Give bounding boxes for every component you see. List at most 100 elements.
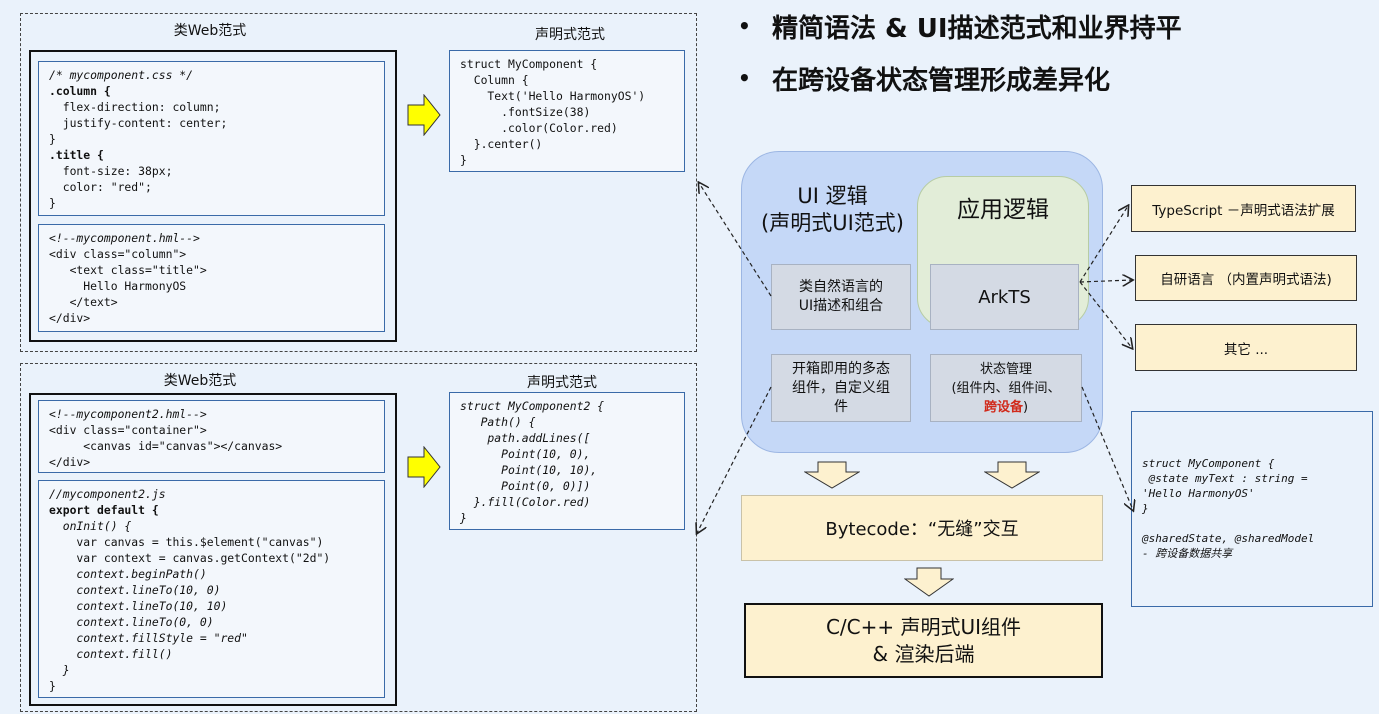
code-line: context.lineTo(10, 10) bbox=[49, 599, 228, 613]
code-line: .title { bbox=[49, 148, 104, 162]
code-line: } bbox=[49, 663, 70, 677]
code-line: onInit() { bbox=[49, 519, 132, 533]
code-line: justify-content: center; bbox=[49, 116, 228, 130]
code-line: } bbox=[49, 679, 56, 693]
code-line: 'Hello HarmonyOS' bbox=[1142, 487, 1255, 500]
components-line-2: 组件，自定义组 bbox=[792, 379, 890, 396]
code-line: </text> bbox=[49, 295, 118, 309]
code-line: } bbox=[49, 196, 56, 210]
code-line: } bbox=[49, 132, 56, 146]
code-line: } bbox=[460, 511, 467, 525]
ui-logic-label: UI 逻辑 (声明式UI范式) bbox=[750, 183, 915, 237]
natural-language-ui-box: 类自然语言的 UI描述和组合 bbox=[771, 264, 911, 330]
bullet-1: • 精简语法 & UI描述范式和业界持平 bbox=[738, 8, 1182, 44]
panel2-js-code: //mycomponent2.js export default { onInit… bbox=[38, 480, 385, 698]
code-line: <text class="title"> bbox=[49, 263, 207, 277]
code-line: context.beginPath() bbox=[49, 567, 207, 581]
code-line: <div class="container"> bbox=[49, 423, 207, 437]
code-line: path.addLines([ bbox=[460, 431, 591, 445]
code-line: var context = canvas.getContext("2d") bbox=[49, 551, 331, 565]
natural-line-2: UI描述和组合 bbox=[798, 298, 884, 314]
side-box-typescript: TypeScript －声明式语法扩展 bbox=[1131, 185, 1356, 232]
natural-line-1: 类自然语言的 bbox=[798, 279, 883, 295]
bullet-2-text: 在跨设备状态管理形成差异化 bbox=[772, 65, 1111, 96]
code-line: color: "red"; bbox=[49, 180, 152, 194]
state-management-box: 状态管理 (组件内、组件间、 跨设备) bbox=[930, 354, 1082, 422]
code-line: }.center() bbox=[460, 137, 543, 151]
panel1-css-code: /* mycomponent.css */ .column { flex-dire… bbox=[38, 61, 385, 216]
side-box-own-language-label: 自研语言 （内置声明式语法) bbox=[1160, 272, 1332, 288]
yellow-right-arrow-icon bbox=[407, 94, 441, 136]
state-line-2: (组件内、组件间、 bbox=[951, 380, 1061, 396]
ui-logic-subtitle: (声明式UI范式) bbox=[761, 211, 904, 235]
code-line: @sharedState, @sharedModel bbox=[1142, 532, 1315, 545]
app-logic-label: 应用逻辑 bbox=[957, 197, 1049, 223]
code-line: //mycomponent2.js bbox=[49, 487, 166, 501]
code-line: context.fillStyle = "red" bbox=[49, 631, 248, 645]
code-line: <div class="column"> bbox=[49, 247, 187, 261]
code-line: .color(Color.red) bbox=[460, 121, 618, 135]
code-line: context.lineTo(0, 0) bbox=[49, 615, 214, 629]
panel2-hml-code: <!--mycomponent2.hml--> <div class="conta… bbox=[38, 400, 385, 473]
code-line: Column { bbox=[460, 73, 529, 87]
backend-line-2: & 渲染后端 bbox=[872, 641, 975, 666]
shared-state-code: struct MyComponent { @state myText : str… bbox=[1131, 411, 1373, 607]
side-box-others-label: 其它 ... bbox=[1223, 341, 1269, 358]
code-line: }.fill(Color.red) bbox=[460, 495, 591, 509]
bullet-dot: • bbox=[738, 66, 751, 90]
code-line: flex-direction: column; bbox=[49, 100, 221, 114]
code-line: .column { bbox=[49, 84, 111, 98]
code-line: font-size: 38px; bbox=[49, 164, 173, 178]
code-line: <!--mycomponent2.hml--> bbox=[49, 407, 207, 421]
code-line: struct MyComponent { bbox=[1142, 457, 1275, 470]
ui-logic-title: UI 逻辑 bbox=[797, 184, 868, 208]
code-line: Hello HarmonyOS bbox=[49, 279, 187, 293]
side-box-own-language: 自研语言 （内置声明式语法) bbox=[1135, 255, 1357, 301]
panel1-left-title: 类Web范式 bbox=[173, 23, 247, 39]
code-line: </div> bbox=[49, 311, 91, 325]
down-arrow-icon bbox=[984, 461, 1040, 489]
backend-line-1: C/C++ 声明式UI组件 bbox=[825, 614, 1022, 639]
code-line: @state myText : string = bbox=[1142, 472, 1308, 485]
code-line: .fontSize(38) bbox=[460, 105, 591, 119]
bytecode-label: Bytecode：“无缝”交互 bbox=[825, 519, 1019, 540]
state-cross-device: 跨设备 bbox=[983, 399, 1023, 415]
components-line-3: 件 bbox=[834, 398, 848, 415]
code-line: Point(0, 0)]) bbox=[460, 479, 591, 493]
panel2-declarative-code: struct MyComponent2 { Path() { path.addL… bbox=[449, 392, 685, 530]
down-arrow-icon bbox=[804, 461, 860, 489]
panel1-hml-code: <!--mycomponent.hml--> <div class="column… bbox=[38, 224, 385, 332]
panel1-declarative-code: struct MyComponent { Column { Text('Hell… bbox=[449, 50, 685, 172]
code-line: export default { bbox=[49, 503, 159, 517]
code-line: </div> bbox=[49, 455, 91, 469]
code-line: struct MyComponent { bbox=[460, 57, 598, 71]
code-line: Text('Hello HarmonyOS') bbox=[460, 89, 646, 103]
arkts-label: ArkTS bbox=[978, 286, 1031, 308]
code-line: var canvas = this.$element("canvas") bbox=[49, 535, 324, 549]
state-line-1: 状态管理 bbox=[979, 361, 1032, 377]
state-line-3-close: ) bbox=[1022, 399, 1029, 415]
code-line: Point(10, 10), bbox=[460, 463, 598, 477]
panel2-left-title: 类Web范式 bbox=[163, 373, 237, 389]
panel-web-vs-declarative-2 bbox=[20, 363, 697, 712]
components-box: 开箱即用的多态 组件，自定义组 件 bbox=[771, 354, 911, 422]
code-line: Point(10, 0), bbox=[460, 447, 591, 461]
side-box-others: 其它 ... bbox=[1135, 324, 1357, 371]
arkts-box: ArkTS bbox=[930, 264, 1079, 330]
code-line: } bbox=[460, 153, 467, 167]
code-line: } bbox=[1142, 502, 1149, 515]
panel1-right-title: 声明式范式 bbox=[535, 27, 605, 43]
panel-web-vs-declarative-1 bbox=[20, 13, 697, 352]
code-line: context.fill() bbox=[49, 647, 173, 661]
code-line: /* mycomponent.css */ bbox=[49, 68, 194, 82]
yellow-right-arrow-icon bbox=[407, 446, 441, 488]
code-line: struct MyComponent2 { bbox=[460, 399, 605, 413]
code-line: <!--mycomponent.hml--> bbox=[49, 231, 200, 245]
code-line: <canvas id="canvas"></canvas> bbox=[49, 439, 283, 453]
bullet-dot: • bbox=[738, 14, 751, 38]
backend-box: C/C++ 声明式UI组件 & 渲染后端 bbox=[744, 603, 1103, 678]
side-box-typescript-label: TypeScript －声明式语法扩展 bbox=[1152, 202, 1335, 219]
bullet-2: • 在跨设备状态管理形成差异化 bbox=[738, 60, 1110, 96]
components-line-1: 开箱即用的多态 bbox=[792, 360, 890, 377]
